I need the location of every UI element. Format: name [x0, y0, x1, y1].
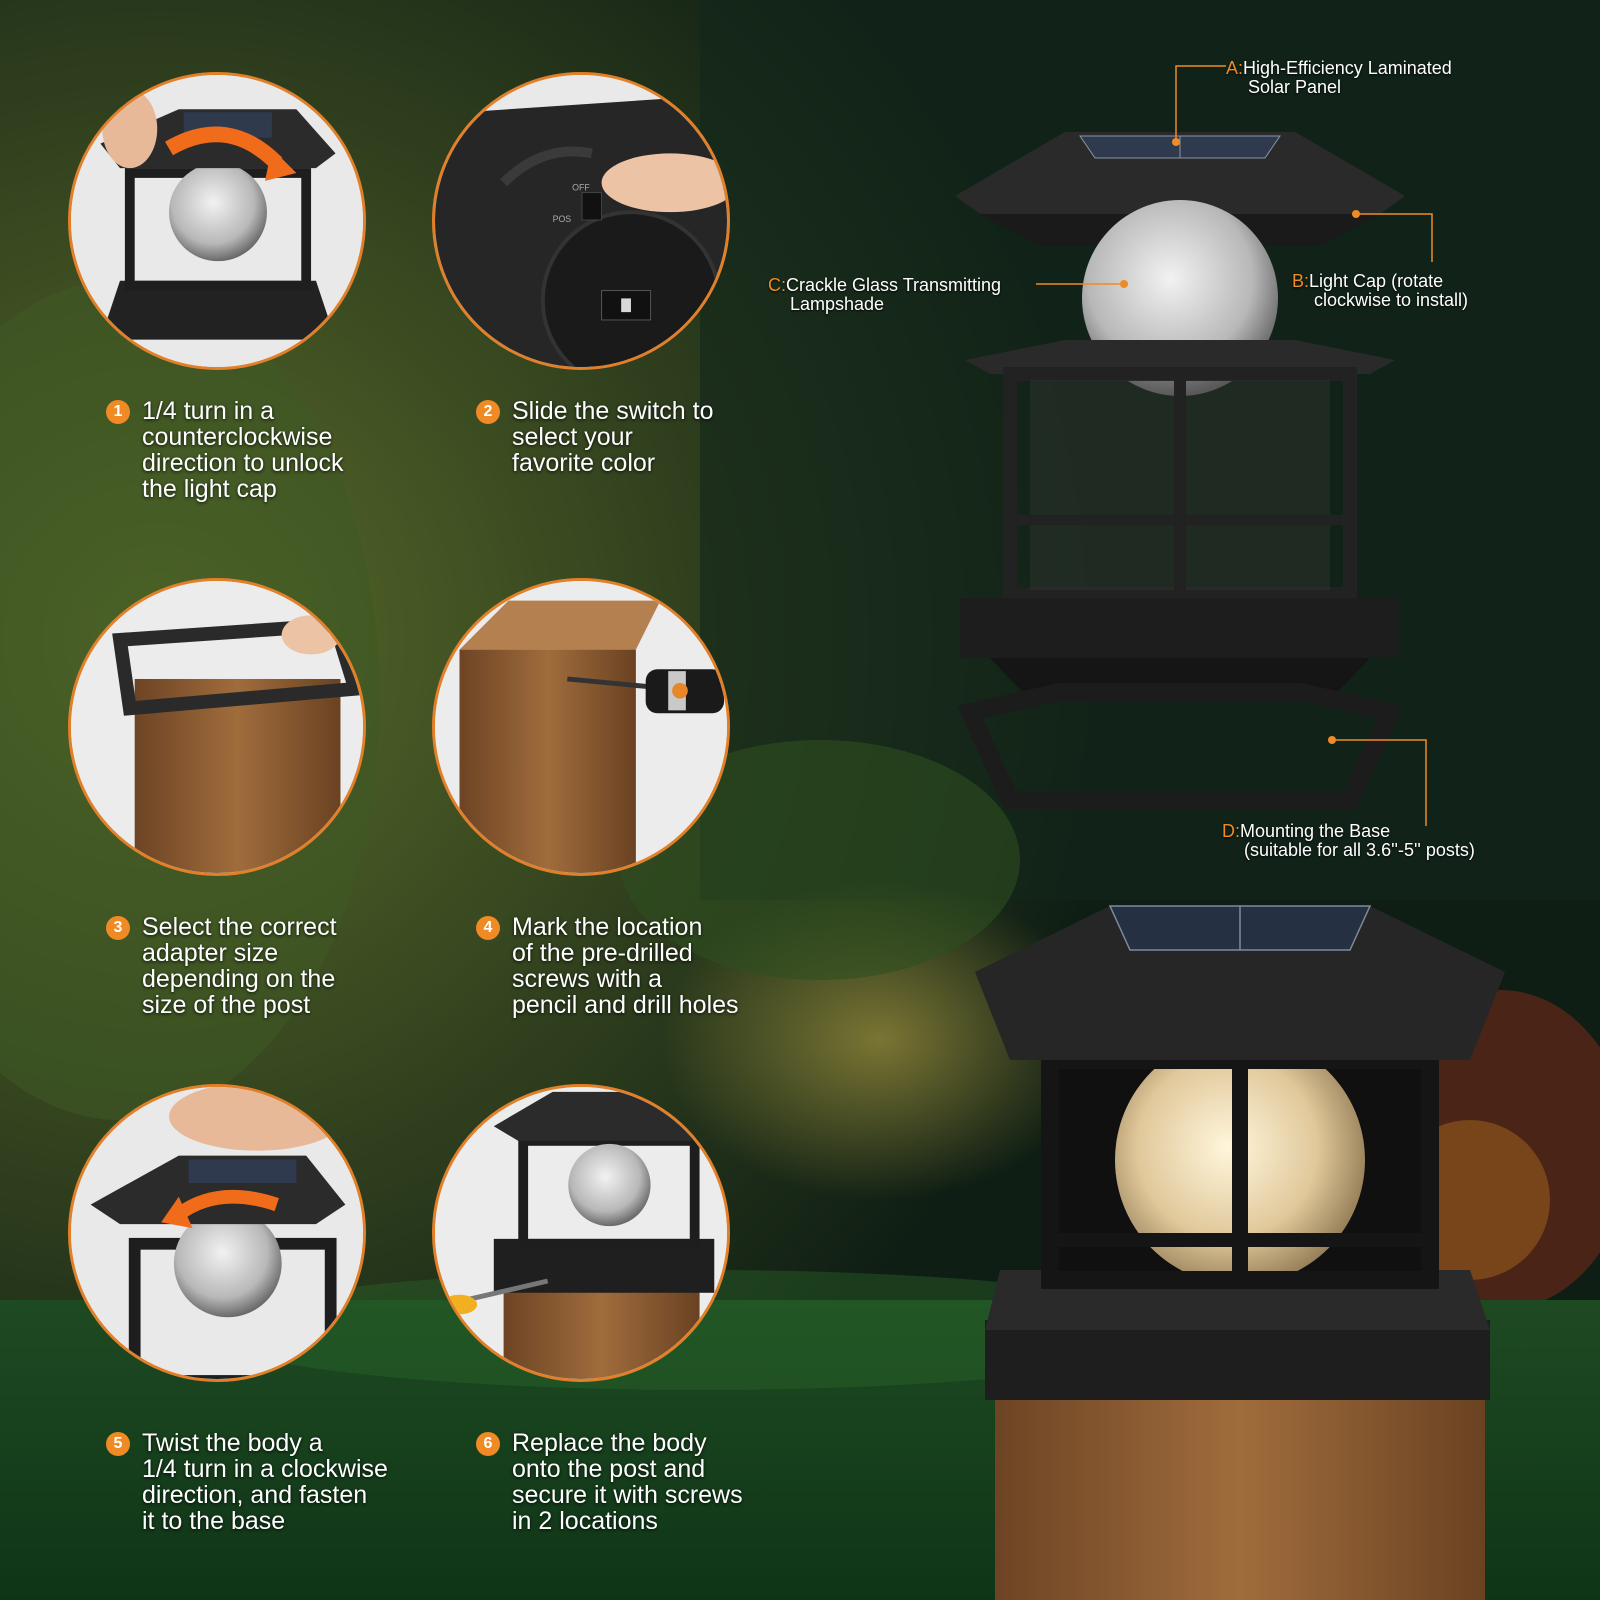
- step-5-caption: 5 Twist the body a 1/4 turn in a clockwi…: [106, 1430, 436, 1534]
- assembled-lamp-on-post: [975, 905, 1505, 1600]
- callout-d-letter: D:: [1222, 821, 1240, 841]
- step-5-badge: 5: [106, 1432, 130, 1456]
- step-3-text: Select the correct adapter size dependin…: [142, 913, 337, 1019]
- step-5-photo: [68, 1084, 366, 1382]
- step-2-photo: OFF POS: [432, 72, 730, 370]
- callout-c-line1: Crackle Glass Transmitting: [786, 275, 1002, 295]
- exploded-lamp-diagram: [955, 132, 1405, 809]
- step-6-badge: 6: [476, 1432, 500, 1456]
- callout-c-line2: Lampshade: [790, 294, 885, 314]
- step-3-badge: 3: [106, 916, 130, 940]
- callout-d-mounting-base: D:Mounting the Base (suitable for all 3.…: [1222, 822, 1475, 860]
- callout-a-letter: A:: [1226, 58, 1244, 78]
- step-4-photo: [432, 578, 730, 876]
- callout-a-line1: High-Efficiency Laminated: [1243, 58, 1452, 78]
- step-2-caption: 2 Slide the switch to select your favori…: [476, 398, 806, 476]
- callout-b-light-cap: B:Light Cap (rotate clockwise to install…: [1292, 272, 1468, 310]
- step-2-text: Slide the switch to select your favorite…: [512, 397, 714, 477]
- callout-b-line1: Light Cap (rotate: [1309, 271, 1444, 291]
- step-2-badge: 2: [476, 400, 500, 424]
- step-6-photo: [432, 1084, 730, 1382]
- step-6-caption: 6 Replace the body onto the post and sec…: [476, 1430, 806, 1534]
- callout-d-line2: (suitable for all 3.6''-5'' posts): [1244, 840, 1475, 860]
- step-3-caption: 3 Select the correct adapter size depend…: [106, 914, 436, 1018]
- callout-b-line2: clockwise to install): [1314, 290, 1469, 310]
- step-6-text: Replace the body onto the post and secur…: [512, 1429, 743, 1535]
- step-1-badge: 1: [106, 400, 130, 424]
- step-4-caption: 4 Mark the location of the pre-drilled s…: [476, 914, 806, 1018]
- step-5-text: Twist the body a 1/4 turn in a clockwise…: [142, 1429, 388, 1535]
- step-3-photo: [68, 578, 366, 876]
- callout-a-line2: Solar Panel: [1248, 77, 1342, 97]
- step-1-photo: [68, 72, 366, 370]
- callout-a-solar-panel: A:High-Efficiency Laminated Solar Panel: [1226, 59, 1452, 97]
- callout-c-lampshade: C:Crackle Glass Transmitting Lampshade: [768, 276, 1001, 314]
- callout-d-line1: Mounting the Base: [1240, 821, 1391, 841]
- switch-pos-label: POS: [553, 214, 572, 224]
- step-4-text: Mark the location of the pre-drilled scr…: [512, 913, 739, 1019]
- step-4-badge: 4: [476, 916, 500, 940]
- step-1-caption: 1 1/4 turn in a counterclockwise directi…: [106, 398, 436, 502]
- callout-b-letter: B:: [1292, 271, 1310, 291]
- switch-off-label: OFF: [572, 183, 590, 193]
- step-1-text: 1/4 turn in a counterclockwise direction…: [142, 397, 344, 503]
- callout-c-letter: C:: [768, 275, 786, 295]
